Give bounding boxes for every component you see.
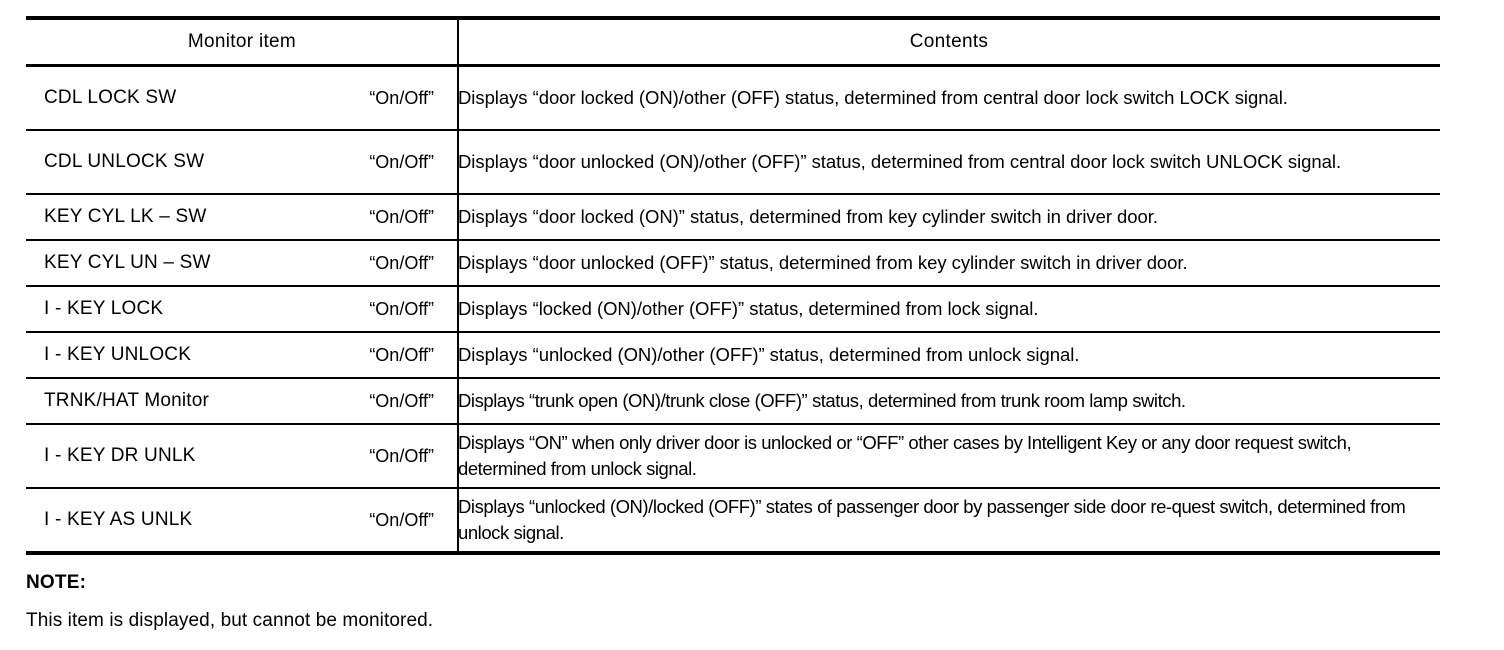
contents-cell: Displays “door unlocked (OFF)” status, d…	[458, 240, 1440, 287]
table-row: I - KEY DR UNLK “On/Off” Displays “ON” w…	[26, 424, 1440, 489]
note-block: NOTE: This item is displayed, but cannot…	[26, 572, 1026, 632]
table-body: CDL LOCK SW “On/Off” Displays “door lock…	[26, 65, 1440, 554]
table-row: I - KEY UNLOCK “On/Off” Displays “unlock…	[26, 332, 1440, 379]
monitor-item-value: “On/Off”	[369, 298, 434, 319]
table-row: I - KEY AS UNLK “On/Off” Displays “unloc…	[26, 488, 1440, 553]
contents-cell: Displays “unlocked (ON)/locked (OFF)” st…	[458, 495, 1406, 543]
monitor-item-name: I - KEY UNLOCK	[44, 344, 192, 365]
monitor-item-value: “On/Off”	[369, 87, 434, 108]
monitor-item-cell: I - KEY UNLOCK “On/Off”	[26, 332, 459, 379]
monitor-item-cell: CDL LOCK SW “On/Off”	[26, 65, 459, 131]
monitor-item-cell: I - KEY AS UNLK “On/Off”	[26, 488, 459, 553]
table-row: TRNK/HAT Monitor “On/Off” Displays “trun…	[26, 378, 1440, 425]
monitor-item-name: KEY CYL UN – SW	[44, 252, 211, 273]
monitor-item-name: TRNK/HAT Monitor	[44, 390, 210, 411]
column-header-monitor-item: Monitor item	[26, 18, 459, 67]
contents-cell: Displays “door locked (ON)” status, dete…	[458, 194, 1440, 241]
monitor-item-cell: KEY CYL UN – SW “On/Off”	[26, 240, 459, 287]
monitor-item-name: I - KEY LOCK	[44, 298, 164, 319]
table-header-row: Monitor item Contents	[26, 18, 1440, 67]
monitor-item-value: “On/Off”	[369, 509, 434, 530]
monitor-item-value: “On/Off”	[369, 206, 434, 227]
column-header-contents: Contents	[458, 18, 1440, 67]
note-text: This item is displayed, but cannot be mo…	[26, 610, 434, 631]
monitor-item-value: “On/Off”	[369, 445, 434, 466]
contents-cell: Displays “unlocked (ON)/other (OFF)” sta…	[458, 332, 1440, 379]
contents-cell: Displays “ON” when only driver door is u…	[458, 424, 1440, 489]
monitor-item-cell: I - KEY DR UNLK “On/Off”	[26, 424, 459, 489]
table-row: I - KEY LOCK “On/Off” Displays “locked (…	[26, 286, 1440, 333]
contents-cell: Displays “door unlocked (ON)/other (OFF)…	[458, 130, 1440, 195]
monitor-item-cell: TRNK/HAT Monitor “On/Off”	[26, 378, 459, 425]
note-title: NOTE:	[26, 572, 87, 593]
monitor-item-name: I - KEY AS UNLK	[44, 509, 193, 530]
monitor-item-value: “On/Off”	[369, 344, 434, 365]
table-row: CDL UNLOCK SW “On/Off” Displays “door un…	[26, 130, 1440, 195]
table-header: Monitor item Contents	[26, 18, 1440, 67]
monitor-item-name: CDL UNLOCK SW	[44, 151, 205, 172]
table-row: CDL LOCK SW “On/Off” Displays “door lock…	[26, 65, 1440, 131]
contents-cell: Displays “trunk open (ON)/trunk close (O…	[458, 378, 1440, 425]
contents-cell: Displays “locked (ON)/other (OFF)” statu…	[458, 286, 1440, 333]
monitor-item-name: KEY CYL LK – SW	[44, 206, 207, 227]
table-row: KEY CYL UN – SW “On/Off” Displays “door …	[26, 240, 1440, 287]
contents-cell: Displays “door locked (ON)/other (OFF) s…	[458, 65, 1440, 131]
monitor-item-cell: KEY CYL LK – SW “On/Off”	[26, 194, 459, 241]
monitor-item-cell: CDL UNLOCK SW “On/Off”	[26, 130, 459, 195]
monitor-item-table: Monitor item Contents CDL LOCK SW “On/Of…	[26, 16, 1440, 555]
monitor-item-name: CDL LOCK SW	[44, 87, 177, 108]
monitor-item-value: “On/Off”	[369, 390, 434, 411]
monitor-item-value: “On/Off”	[369, 151, 434, 172]
table-row: KEY CYL LK – SW “On/Off” Displays “door …	[26, 194, 1440, 241]
monitor-item-cell: I - KEY LOCK “On/Off”	[26, 286, 459, 333]
monitor-item-name: I - KEY DR UNLK	[44, 445, 196, 466]
monitor-item-value: “On/Off”	[369, 252, 434, 273]
